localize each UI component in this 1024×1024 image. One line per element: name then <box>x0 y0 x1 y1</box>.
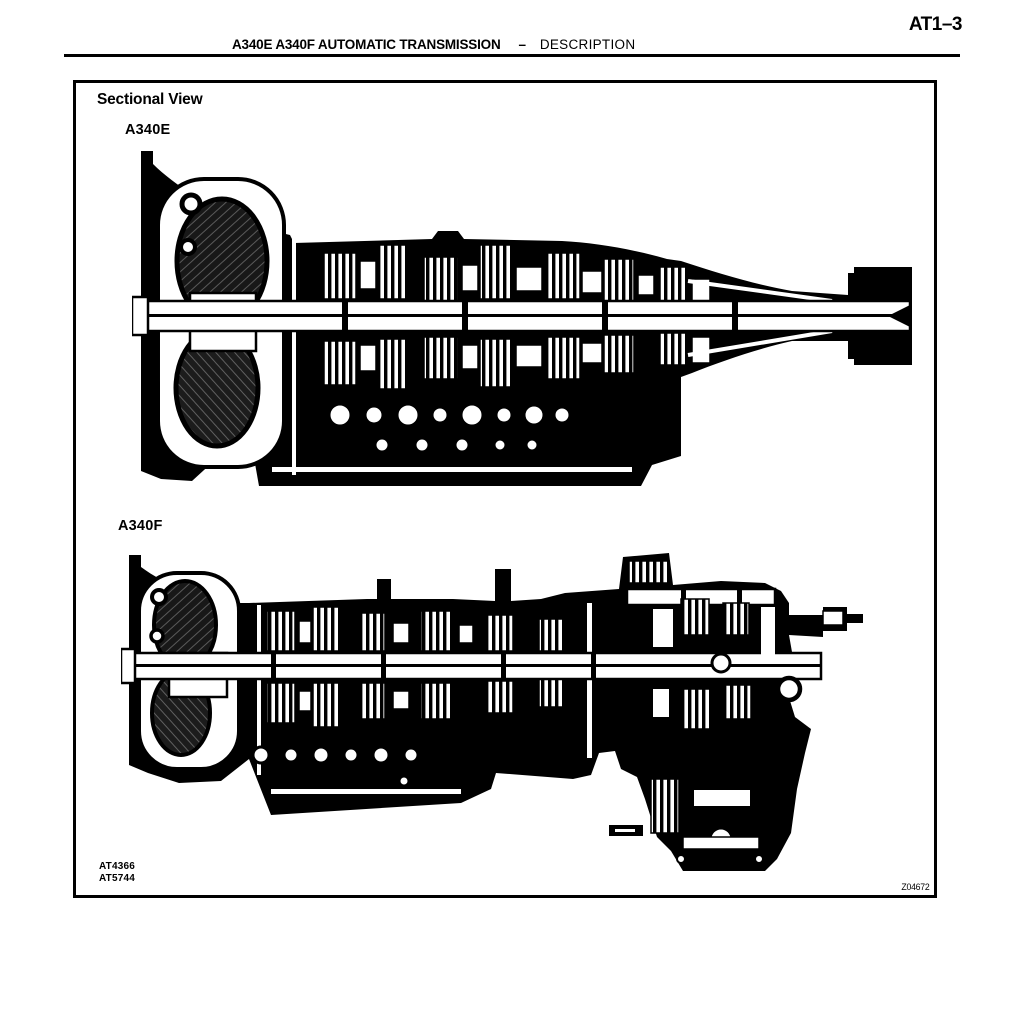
a340e-extension-housing <box>687 279 833 357</box>
header-section: DESCRIPTION <box>539 37 636 52</box>
a340e-valve-body <box>327 402 572 454</box>
a340f-valve-body <box>251 745 420 788</box>
a340e-main-shaft <box>132 295 912 337</box>
figure-frame: Sectional View A340E A340F <box>73 80 937 898</box>
a340f-oil-pan-rail <box>271 789 461 794</box>
reference-code-2: AT5744 <box>99 872 136 884</box>
a340f-lower-geartrain <box>266 676 564 728</box>
header-separator: – <box>518 37 527 52</box>
a340e-diagram-svg <box>132 151 912 486</box>
a340e-upper-geartrain <box>323 244 711 304</box>
a340e-lower-geartrain <box>323 332 711 390</box>
page-number: AT1–3 <box>908 14 963 35</box>
a340f-diagram-svg <box>121 553 863 871</box>
diagram-a340e-label: A340E <box>125 122 171 138</box>
page-header: A340E A340F AUTOMATIC TRANSMISSION – DES… <box>232 37 635 52</box>
diagram-a340f-label: A340F <box>118 518 163 534</box>
figure-heading: Sectional View <box>97 91 203 108</box>
a340f-upper-geartrain <box>266 606 564 652</box>
a340f-main-shaft <box>121 647 823 685</box>
a340f-transfer-case <box>625 560 844 730</box>
a340f-sectional-diagram <box>121 541 881 891</box>
a340f-front-output-drop <box>650 778 764 864</box>
reference-codes: AT4366 AT5744 <box>99 861 135 884</box>
a340f-rear-flange-bolt <box>847 614 863 623</box>
a340e-sectional-diagram <box>132 145 932 495</box>
a340e-oil-pan-rail <box>272 467 632 472</box>
header-title: A340E A340F AUTOMATIC TRANSMISSION <box>232 37 501 52</box>
header-rule <box>64 54 960 57</box>
plate-code: Z04672 <box>901 882 929 893</box>
reference-code-1: AT4366 <box>99 861 136 872</box>
